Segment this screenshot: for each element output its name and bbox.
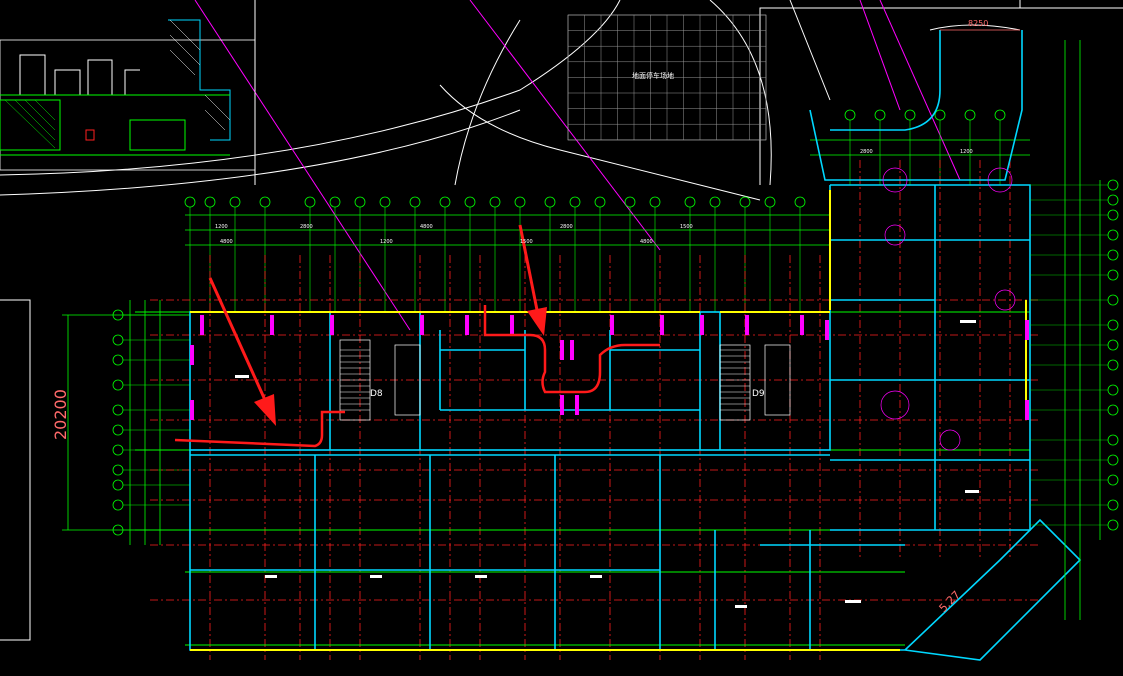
axis-bubble — [624, 196, 636, 208]
axis-bubble — [794, 196, 806, 208]
column — [575, 395, 579, 415]
svg-text:1200: 1200 — [380, 239, 393, 245]
axis-bubble — [354, 196, 366, 208]
magenta-guide-lines — [194, 0, 961, 331]
axis-bubble — [709, 196, 721, 208]
stair-treads-left — [340, 349, 370, 411]
column — [510, 315, 514, 335]
svg-text:4800: 4800 — [640, 239, 653, 245]
axis-bubble — [874, 109, 886, 121]
column — [610, 315, 614, 335]
red-markup-polylines — [174, 305, 660, 448]
structural-columns — [190, 315, 1029, 420]
axis-bubble — [514, 196, 526, 208]
axis-bubble — [439, 196, 451, 208]
axis-bubble — [569, 196, 581, 208]
stair-mark-d9: D9 — [752, 389, 765, 399]
svg-text:1500: 1500 — [680, 224, 693, 230]
column — [570, 340, 574, 360]
stair-core-right — [719, 344, 791, 421]
axis-bubble — [649, 196, 661, 208]
axis-bubble — [204, 196, 216, 208]
axis-bubble — [994, 109, 1006, 121]
room-tag-marks — [235, 320, 979, 608]
axis-bubble — [259, 196, 271, 208]
axis-bubble — [764, 196, 776, 208]
column — [745, 315, 749, 335]
courtyard-grid-lines — [567, 14, 767, 141]
column — [465, 315, 469, 335]
courtyard-label: 地面停车场地 — [632, 71, 674, 80]
column — [560, 395, 564, 415]
column — [420, 315, 424, 335]
axis-bubble — [409, 196, 421, 208]
stair-mark-d8: D8 — [370, 389, 383, 399]
column — [825, 320, 829, 340]
column — [560, 340, 564, 360]
svg-text:1200: 1200 — [960, 149, 973, 155]
axis-bubble — [739, 196, 751, 208]
axis-bubble — [934, 109, 946, 121]
column — [700, 315, 704, 335]
column — [1025, 320, 1029, 340]
column — [190, 400, 194, 420]
axis-bubble — [684, 196, 696, 208]
svg-text:4800: 4800 — [220, 239, 233, 245]
site-context-lines — [0, 0, 1123, 641]
axis-bubble — [464, 196, 476, 208]
axis-bubble — [594, 196, 606, 208]
column — [1025, 400, 1029, 420]
column — [270, 315, 274, 335]
axis-bubble — [964, 109, 976, 121]
svg-text:1500: 1500 — [520, 239, 533, 245]
column — [190, 345, 194, 365]
column — [330, 315, 334, 335]
svg-text:2800: 2800 — [860, 149, 873, 155]
right-axis-bubbles — [1030, 179, 1119, 531]
red-arrow-left — [208, 277, 276, 426]
axis-bubble — [304, 196, 316, 208]
top-axis-bubbles — [184, 109, 1006, 312]
axis-bubble — [329, 196, 341, 208]
column — [200, 315, 204, 335]
top-right-width-label: 8250 — [968, 19, 988, 28]
axis-bubble — [844, 109, 856, 121]
left-axis-bubbles — [112, 309, 190, 536]
dimension-numbers: 1200 2800 4800 2800 1500 4800 1200 1500 … — [215, 149, 973, 245]
svg-text:4800: 4800 — [420, 224, 433, 230]
top-dimension-chains — [185, 139, 1030, 246]
landscape-circles — [880, 167, 1016, 451]
svg-text:1200: 1200 — [215, 224, 228, 230]
axis-bubble — [904, 109, 916, 121]
axis-bubble — [229, 196, 241, 208]
svg-text:2800: 2800 — [560, 224, 573, 230]
column — [660, 315, 664, 335]
svg-text:2800: 2800 — [300, 224, 313, 230]
red-arrow-center — [518, 224, 547, 336]
axis-bubble — [544, 196, 556, 208]
axis-bubble — [379, 196, 391, 208]
inset-key-plan — [0, 19, 256, 171]
column — [800, 315, 804, 335]
overall-dimension-label: 20200 — [51, 389, 70, 440]
stair-treads-right — [720, 349, 750, 411]
axis-bubble — [489, 196, 501, 208]
axis-bubble — [184, 196, 196, 208]
